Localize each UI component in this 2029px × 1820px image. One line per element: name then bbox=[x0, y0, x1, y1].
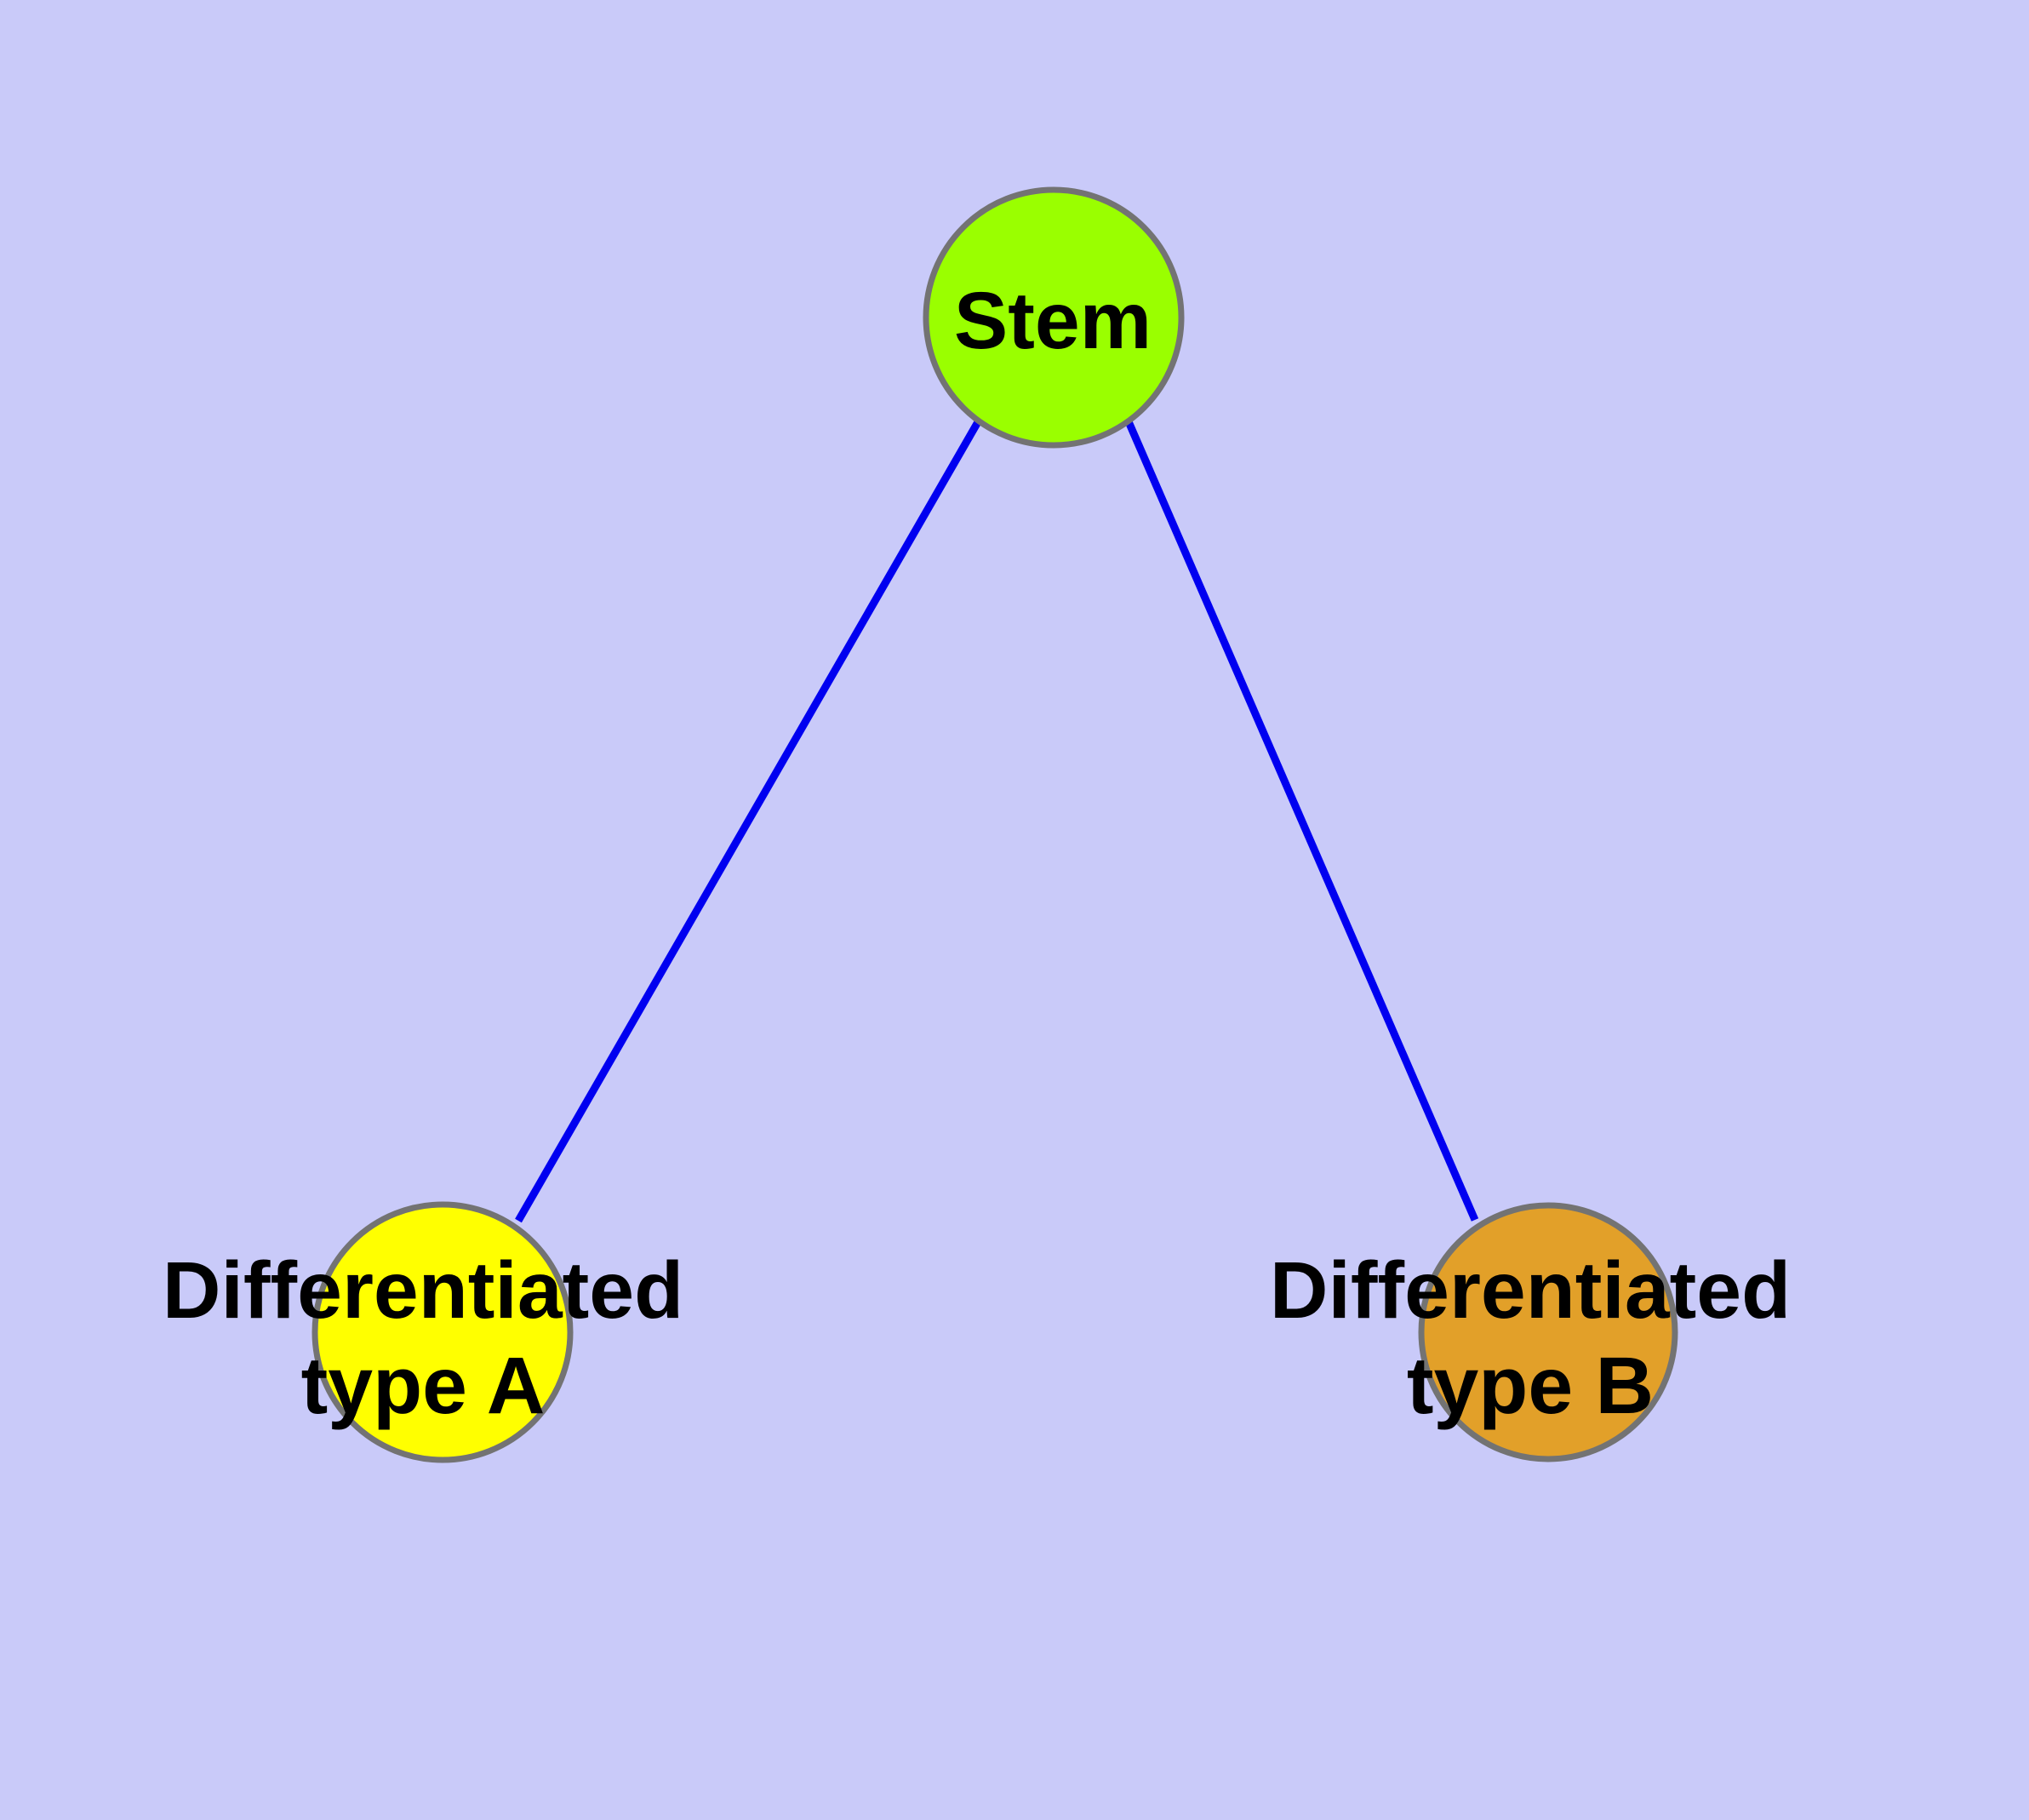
node-group: Stem Differentiated type A Differentiate… bbox=[163, 186, 1791, 1463]
node-stem-label-line1: Stem bbox=[954, 276, 1152, 366]
node-stem[interactable]: Stem bbox=[923, 186, 1185, 449]
node-differentiated-type-b-label-line2: type B bbox=[1407, 1341, 1654, 1431]
node-stem-circle[interactable] bbox=[923, 186, 1185, 449]
node-differentiated-type-a-label-line2: type A bbox=[301, 1341, 546, 1431]
edge-group bbox=[515, 418, 1479, 1223]
edge-stem-to-differentiated-type-b[interactable] bbox=[1123, 418, 1479, 1222]
node-differentiated-type-a-circle[interactable] bbox=[311, 1201, 574, 1463]
node-differentiated-type-a[interactable]: Differentiated type A bbox=[163, 1201, 683, 1463]
edge-stem-to-differentiated-type-a[interactable] bbox=[515, 418, 982, 1223]
node-differentiated-type-b-circle[interactable] bbox=[1418, 1202, 1678, 1462]
node-differentiated-type-b[interactable]: Differentiated type B bbox=[1270, 1202, 1791, 1462]
node-differentiated-type-a-label-line1: Differentiated bbox=[163, 1245, 683, 1336]
node-differentiated-type-b-label-line1: Differentiated bbox=[1270, 1245, 1791, 1336]
